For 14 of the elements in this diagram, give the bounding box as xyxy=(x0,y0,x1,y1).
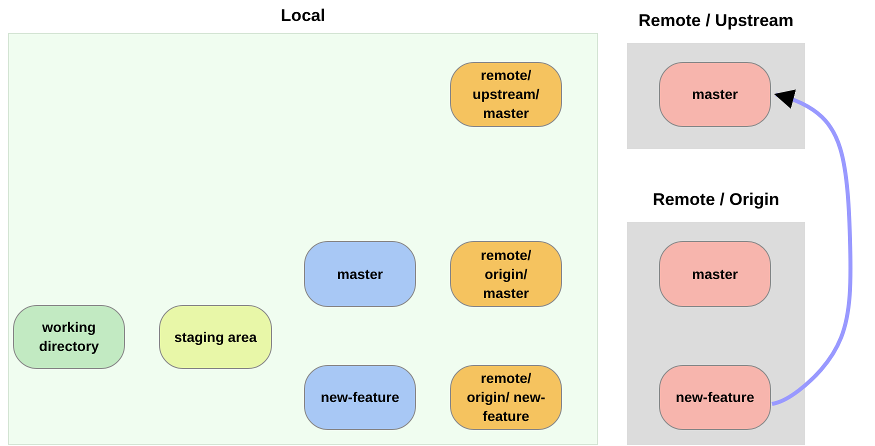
arrow xyxy=(772,89,852,406)
branch-node: master xyxy=(659,62,771,127)
panel-heading: Remote / Upstream xyxy=(638,11,794,31)
branch-node: master xyxy=(659,241,771,307)
branch-node: remote/ upstream/ master xyxy=(450,62,562,127)
branch-node: master xyxy=(304,241,416,307)
branch-node: remote/ origin/ master xyxy=(450,241,562,307)
branch-node: remote/ origin/ new-feature xyxy=(450,365,562,430)
panel-heading: Local xyxy=(280,6,326,26)
branch-node: working directory xyxy=(13,305,125,369)
branch-node: new-feature xyxy=(659,365,771,430)
branch-node: staging area xyxy=(159,305,272,369)
branch-node: new-feature xyxy=(304,365,416,430)
panel-heading: Remote / Origin xyxy=(652,190,780,210)
